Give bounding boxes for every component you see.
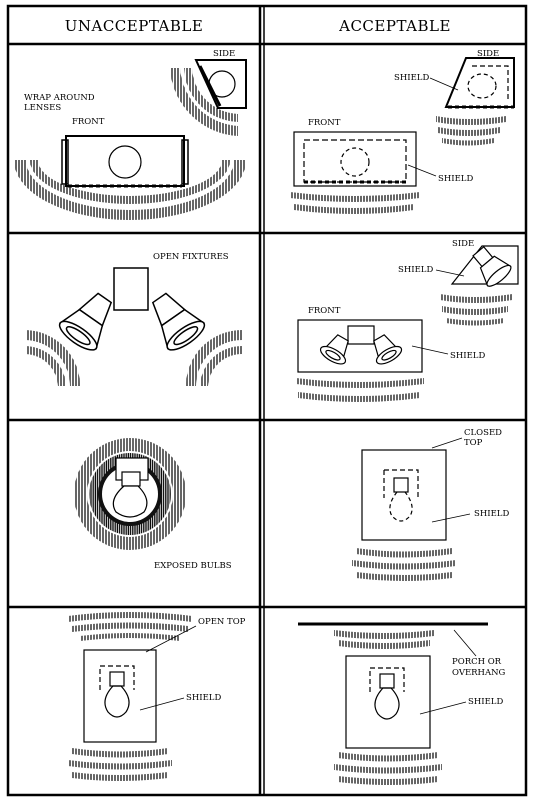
panel-exposed-bulbs: EXPOSED BULBS xyxy=(74,438,232,571)
label-shield: SHIELD xyxy=(474,509,509,519)
label-top: TOP xyxy=(464,438,483,448)
label-side: SIDE xyxy=(477,49,499,59)
header-acceptable: ACCEPTABLE xyxy=(338,17,451,35)
label-porch-or: PORCH OR xyxy=(452,657,502,667)
side-fixture xyxy=(194,59,247,109)
label-side: SIDE xyxy=(213,49,235,59)
label-front: FRONT xyxy=(72,117,105,127)
panel-closed-top: CLOSED TOP SHIELD xyxy=(352,428,509,581)
side-fixture xyxy=(450,245,519,287)
panel-wrap-around-lenses: SIDE WRAP AROUND LENSES FRONT xyxy=(14,49,247,220)
panel-shielded-fixture: SIDE SHIELD FRONT SHIELD xyxy=(290,49,515,214)
label-shield-side: SHIELD xyxy=(398,265,433,275)
panel-porch-overhang: PORCH OR OVERHANG SHIELD xyxy=(298,622,506,785)
label-wrap-around: WRAP AROUND xyxy=(24,93,95,103)
label-overhang: OVERHANG xyxy=(452,668,506,678)
label-shield-front: SHIELD xyxy=(438,174,473,184)
panel-open-top: OPEN TOP SHIELD xyxy=(68,612,246,781)
label-open-fixtures: OPEN FIXTURES xyxy=(153,252,229,262)
grid xyxy=(6,4,528,797)
header-unacceptable: UNACCEPTABLE xyxy=(65,17,204,35)
label-shield-side: SHIELD xyxy=(394,73,429,83)
label-lenses: LENSES xyxy=(24,103,61,113)
panel-open-fixtures: OPEN FIXTURES xyxy=(26,252,242,386)
label-open-top: OPEN TOP xyxy=(198,617,246,627)
front-fixture xyxy=(61,135,189,188)
label-shield-front: SHIELD xyxy=(450,351,485,361)
label-exposed-bulbs: EXPOSED BULBS xyxy=(154,561,232,571)
label-front: FRONT xyxy=(308,118,341,128)
label-closed: CLOSED xyxy=(464,428,502,438)
front-fixture xyxy=(297,319,423,373)
label-front: FRONT xyxy=(308,306,341,316)
side-fixture xyxy=(444,57,515,109)
panel-shielded-twin: SIDE SHIELD FRONT xyxy=(296,239,519,402)
label-shield: SHIELD xyxy=(468,697,503,707)
label-shield: SHIELD xyxy=(186,693,221,703)
front-fixture xyxy=(293,131,417,187)
twin-floodlights xyxy=(58,267,206,351)
label-side: SIDE xyxy=(452,239,474,249)
